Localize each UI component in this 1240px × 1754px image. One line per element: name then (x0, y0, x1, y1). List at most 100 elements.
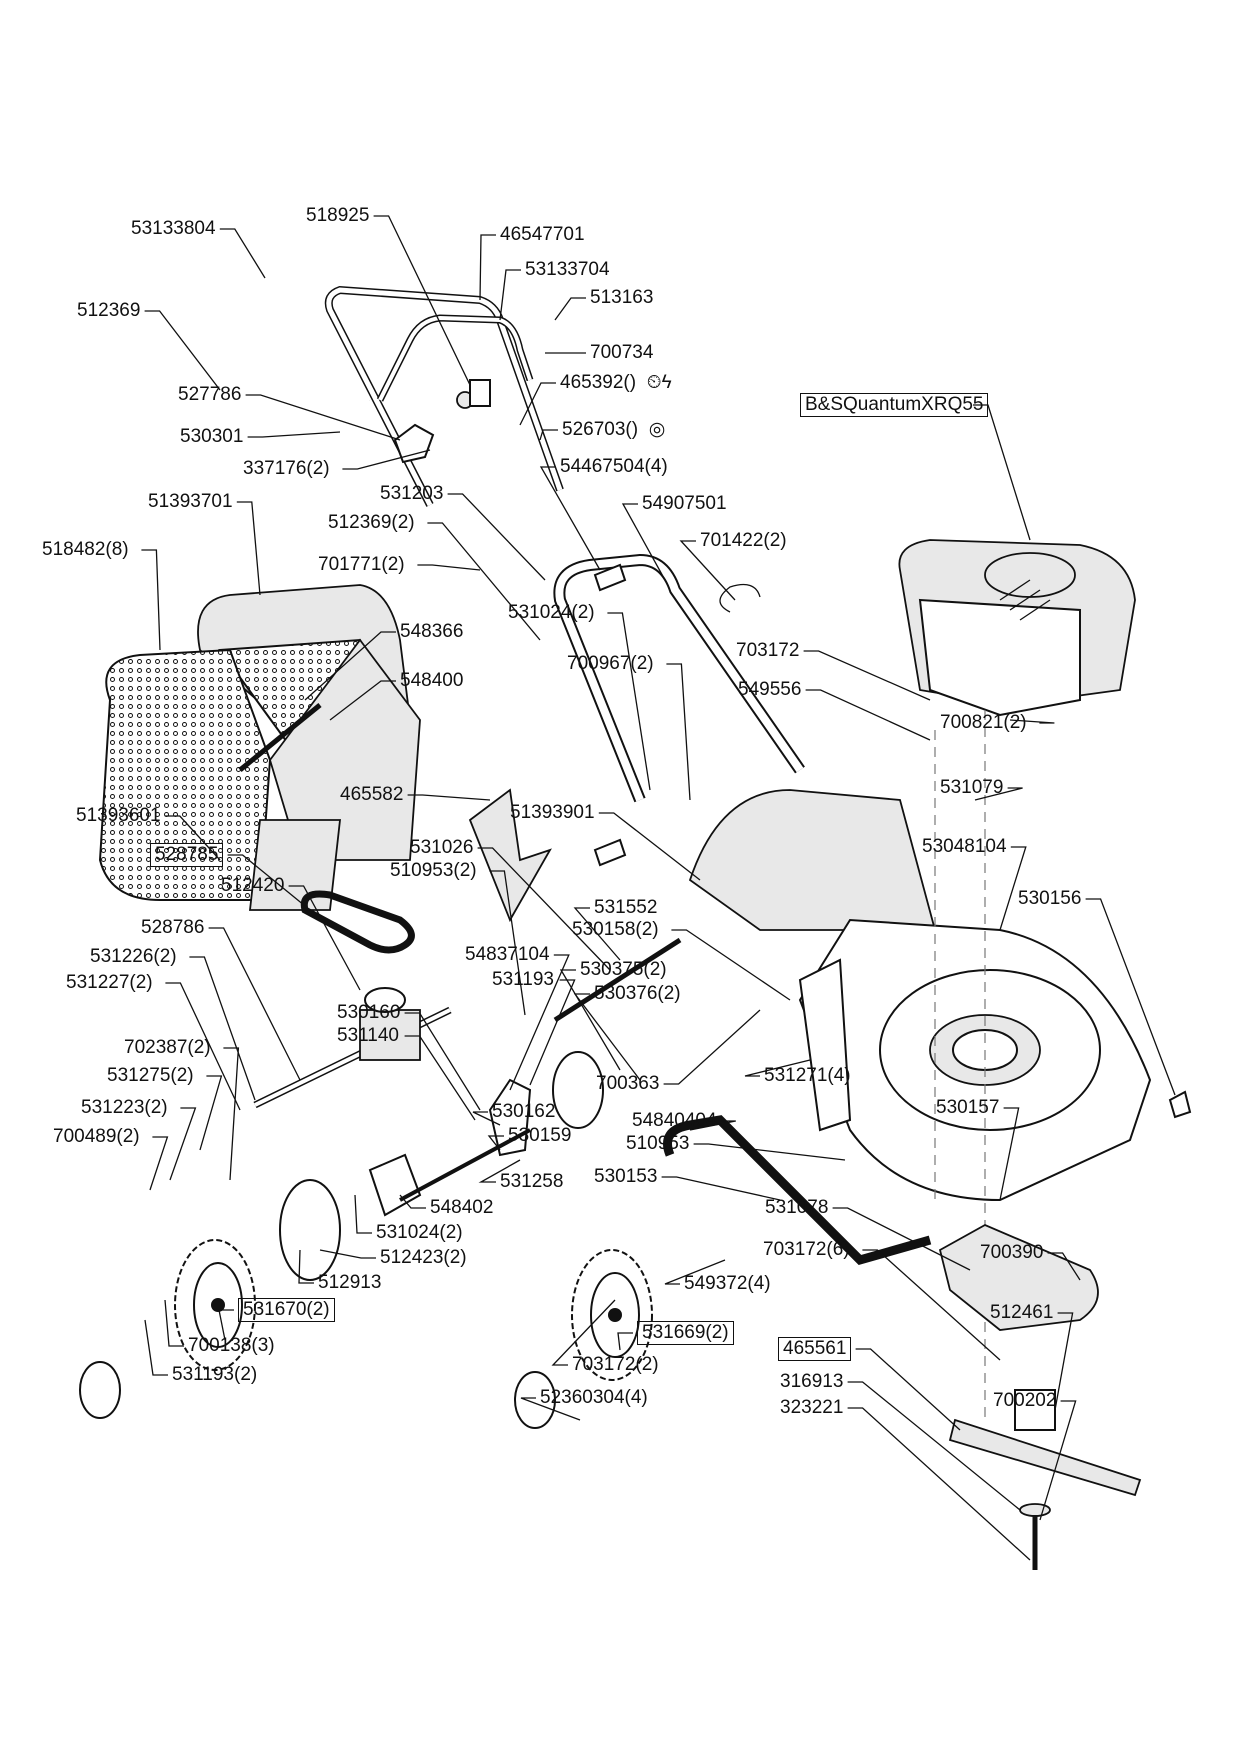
part-number-label: 323221 (780, 1397, 844, 1418)
part-number-label: 512913 (318, 1272, 382, 1293)
axle-548402 (399, 1128, 531, 1202)
leader-line (520, 1397, 581, 1421)
part-number-label: 531193 (492, 969, 554, 990)
leader-line (661, 1176, 781, 1201)
belt-528785 (300, 890, 415, 954)
leader-line (141, 549, 161, 651)
leader-line (559, 969, 621, 1071)
leader-line (218, 1309, 234, 1341)
part-530156 (1168, 1090, 1192, 1119)
part-number-label: 700202 (993, 1390, 1057, 1411)
leader-line (404, 1012, 481, 1111)
leader-line (304, 631, 396, 701)
part-number-label: 531275(2) (107, 1065, 194, 1086)
part-number-label: 512423(2) (380, 1247, 467, 1268)
washer-316913 (1019, 1503, 1051, 1517)
part-number-label: 53048104 (922, 836, 1007, 857)
leader-line (164, 815, 221, 861)
leader-line (477, 847, 611, 971)
part-number-label: 316913 (780, 1371, 844, 1392)
part-number-label: 531193(2) (172, 1364, 258, 1385)
part-number-label: 531024(2) (376, 1222, 463, 1243)
leader-line (245, 394, 401, 441)
leader-line (693, 1143, 846, 1161)
knob-icon (593, 838, 627, 867)
part-number-label: 531552 (594, 897, 658, 918)
clock-lightning-icon: ⏲ϟ (646, 372, 672, 393)
part-number-label: 530157 (936, 1097, 1000, 1118)
rear-wheel-531670 (174, 1239, 256, 1371)
part-number-label: 700489(2) (53, 1126, 140, 1147)
leader-line (407, 794, 491, 801)
part-number-label: 530375(2) (580, 959, 667, 980)
leader-line (478, 1159, 521, 1183)
part-number-label: 702387(2) (124, 1037, 211, 1058)
leader-line (373, 215, 471, 386)
deck-53048104 (798, 918, 1152, 1202)
part-number-label: 54467504(4) (560, 456, 668, 477)
part-number-label: 46547701 (500, 224, 585, 245)
leader-line (329, 680, 396, 721)
knob-icon (593, 563, 627, 592)
hubcap-52360304 (79, 1361, 121, 1419)
part-number-label: 53133804 (131, 218, 216, 239)
part-number-label: 701771(2) (318, 554, 405, 575)
part-number-label: 703172 (736, 640, 800, 661)
part-number-label: 531203 (380, 483, 444, 504)
leader-line (1039, 1400, 1077, 1521)
part-number-label: 51393701 (148, 491, 233, 512)
leader-line (1047, 1252, 1081, 1281)
leader-line (288, 885, 361, 991)
part-number-label: 518925 (306, 205, 370, 226)
part-number-label: 703172(2) (572, 1354, 659, 1375)
leader-line (499, 269, 521, 321)
upper-handle-main (324, 285, 564, 507)
leader-line (144, 1319, 168, 1376)
part-number-label: 510953(2) (390, 860, 477, 881)
leader-line (342, 449, 431, 470)
leader-line (219, 228, 266, 279)
leader-line (554, 297, 586, 321)
part-number-label: 526703() (562, 419, 639, 440)
leader-line (832, 1207, 971, 1271)
upper-handle-right (376, 314, 534, 402)
part-number-label: 531227(2) (66, 972, 153, 993)
adapter-531078 (938, 1223, 1099, 1331)
leader-line (404, 1035, 476, 1121)
front-wheel-531669 (571, 1249, 653, 1381)
leader-line (223, 1047, 240, 1181)
clip-701422 (719, 583, 761, 613)
leader-line (144, 310, 221, 391)
leader-line (621, 503, 666, 581)
leader-line (236, 501, 261, 596)
part-number-label: 530158(2) (572, 919, 659, 940)
part-number-label: 54907501 (642, 493, 727, 514)
part-number-label: 531078 (765, 1197, 829, 1218)
leader-line (999, 846, 1027, 931)
part-number-label: 549556 (738, 679, 802, 700)
part-number-label: 465561 (778, 1337, 852, 1361)
leader-line (447, 493, 546, 581)
leader-line (189, 956, 256, 1101)
leader-line (847, 1407, 1031, 1561)
leader-line (973, 404, 1031, 541)
part-number-label: 530162 (492, 1101, 556, 1122)
spiral-icon: ◎ (648, 419, 666, 440)
part-number-label: 51393901 (510, 802, 595, 823)
part-number-label: 703172(6) (763, 1239, 850, 1260)
part-number-label: 700390 (980, 1242, 1044, 1263)
leader-line (573, 907, 621, 961)
rear-flap-51393901 (688, 789, 937, 931)
leader-line (999, 1107, 1020, 1201)
part-number-label: 518482(8) (42, 539, 129, 560)
hubcap-52360304 (514, 1371, 556, 1429)
leader-line (399, 1194, 426, 1209)
leader-line (671, 929, 791, 1001)
part-number-label: 700821(2) (940, 712, 1027, 733)
part-number-label: 510953 (626, 1133, 690, 1154)
leader-line (663, 1009, 761, 1085)
leader-line (199, 1075, 223, 1151)
part-number-label: 531271(4) (764, 1065, 851, 1086)
leader-line (247, 431, 341, 438)
leader-line (803, 650, 931, 701)
